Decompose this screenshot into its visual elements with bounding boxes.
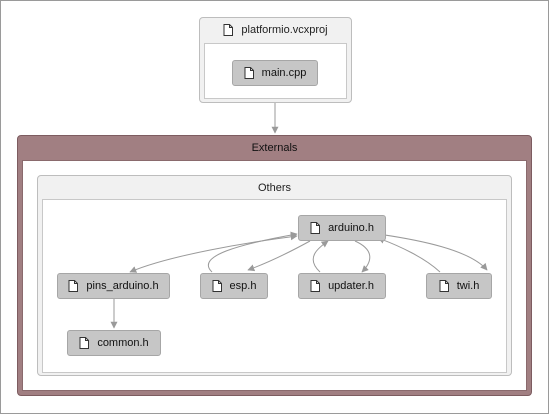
node-arduino-h[interactable]: arduino.h	[298, 215, 386, 241]
file-icon	[310, 280, 321, 292]
node-arduino-h-label: arduino.h	[328, 222, 374, 234]
file-icon	[439, 280, 449, 292]
node-pins-arduino-h-label: pins_arduino.h	[86, 280, 159, 292]
node-twi-h-label: twi.h	[456, 280, 480, 292]
node-main-cpp[interactable]: main.cpp	[232, 60, 318, 86]
file-icon	[68, 280, 79, 292]
others-title: Others	[257, 182, 291, 194]
node-common-h-label: common.h	[97, 337, 149, 349]
node-esp-h[interactable]: esp.h	[200, 273, 268, 299]
node-twi-h[interactable]: twi.h	[426, 273, 492, 299]
file-icon	[212, 280, 222, 292]
externals-title: Externals	[251, 142, 298, 154]
project-group[interactable]: platformio.vcxproj	[199, 17, 352, 103]
project-title: platformio.vcxproj	[200, 18, 351, 42]
node-main-cpp-label: main.cpp	[261, 67, 307, 79]
node-updater-h[interactable]: updater.h	[298, 273, 386, 299]
file-icon	[244, 67, 254, 79]
file-icon	[79, 337, 90, 349]
node-esp-h-label: esp.h	[229, 280, 257, 292]
node-pins-arduino-h[interactable]: pins_arduino.h	[57, 273, 170, 299]
project-title-label: platformio.vcxproj	[241, 24, 328, 36]
file-icon	[310, 222, 321, 234]
node-updater-h-label: updater.h	[328, 280, 374, 292]
node-common-h[interactable]: common.h	[67, 330, 161, 356]
file-icon	[223, 24, 234, 36]
